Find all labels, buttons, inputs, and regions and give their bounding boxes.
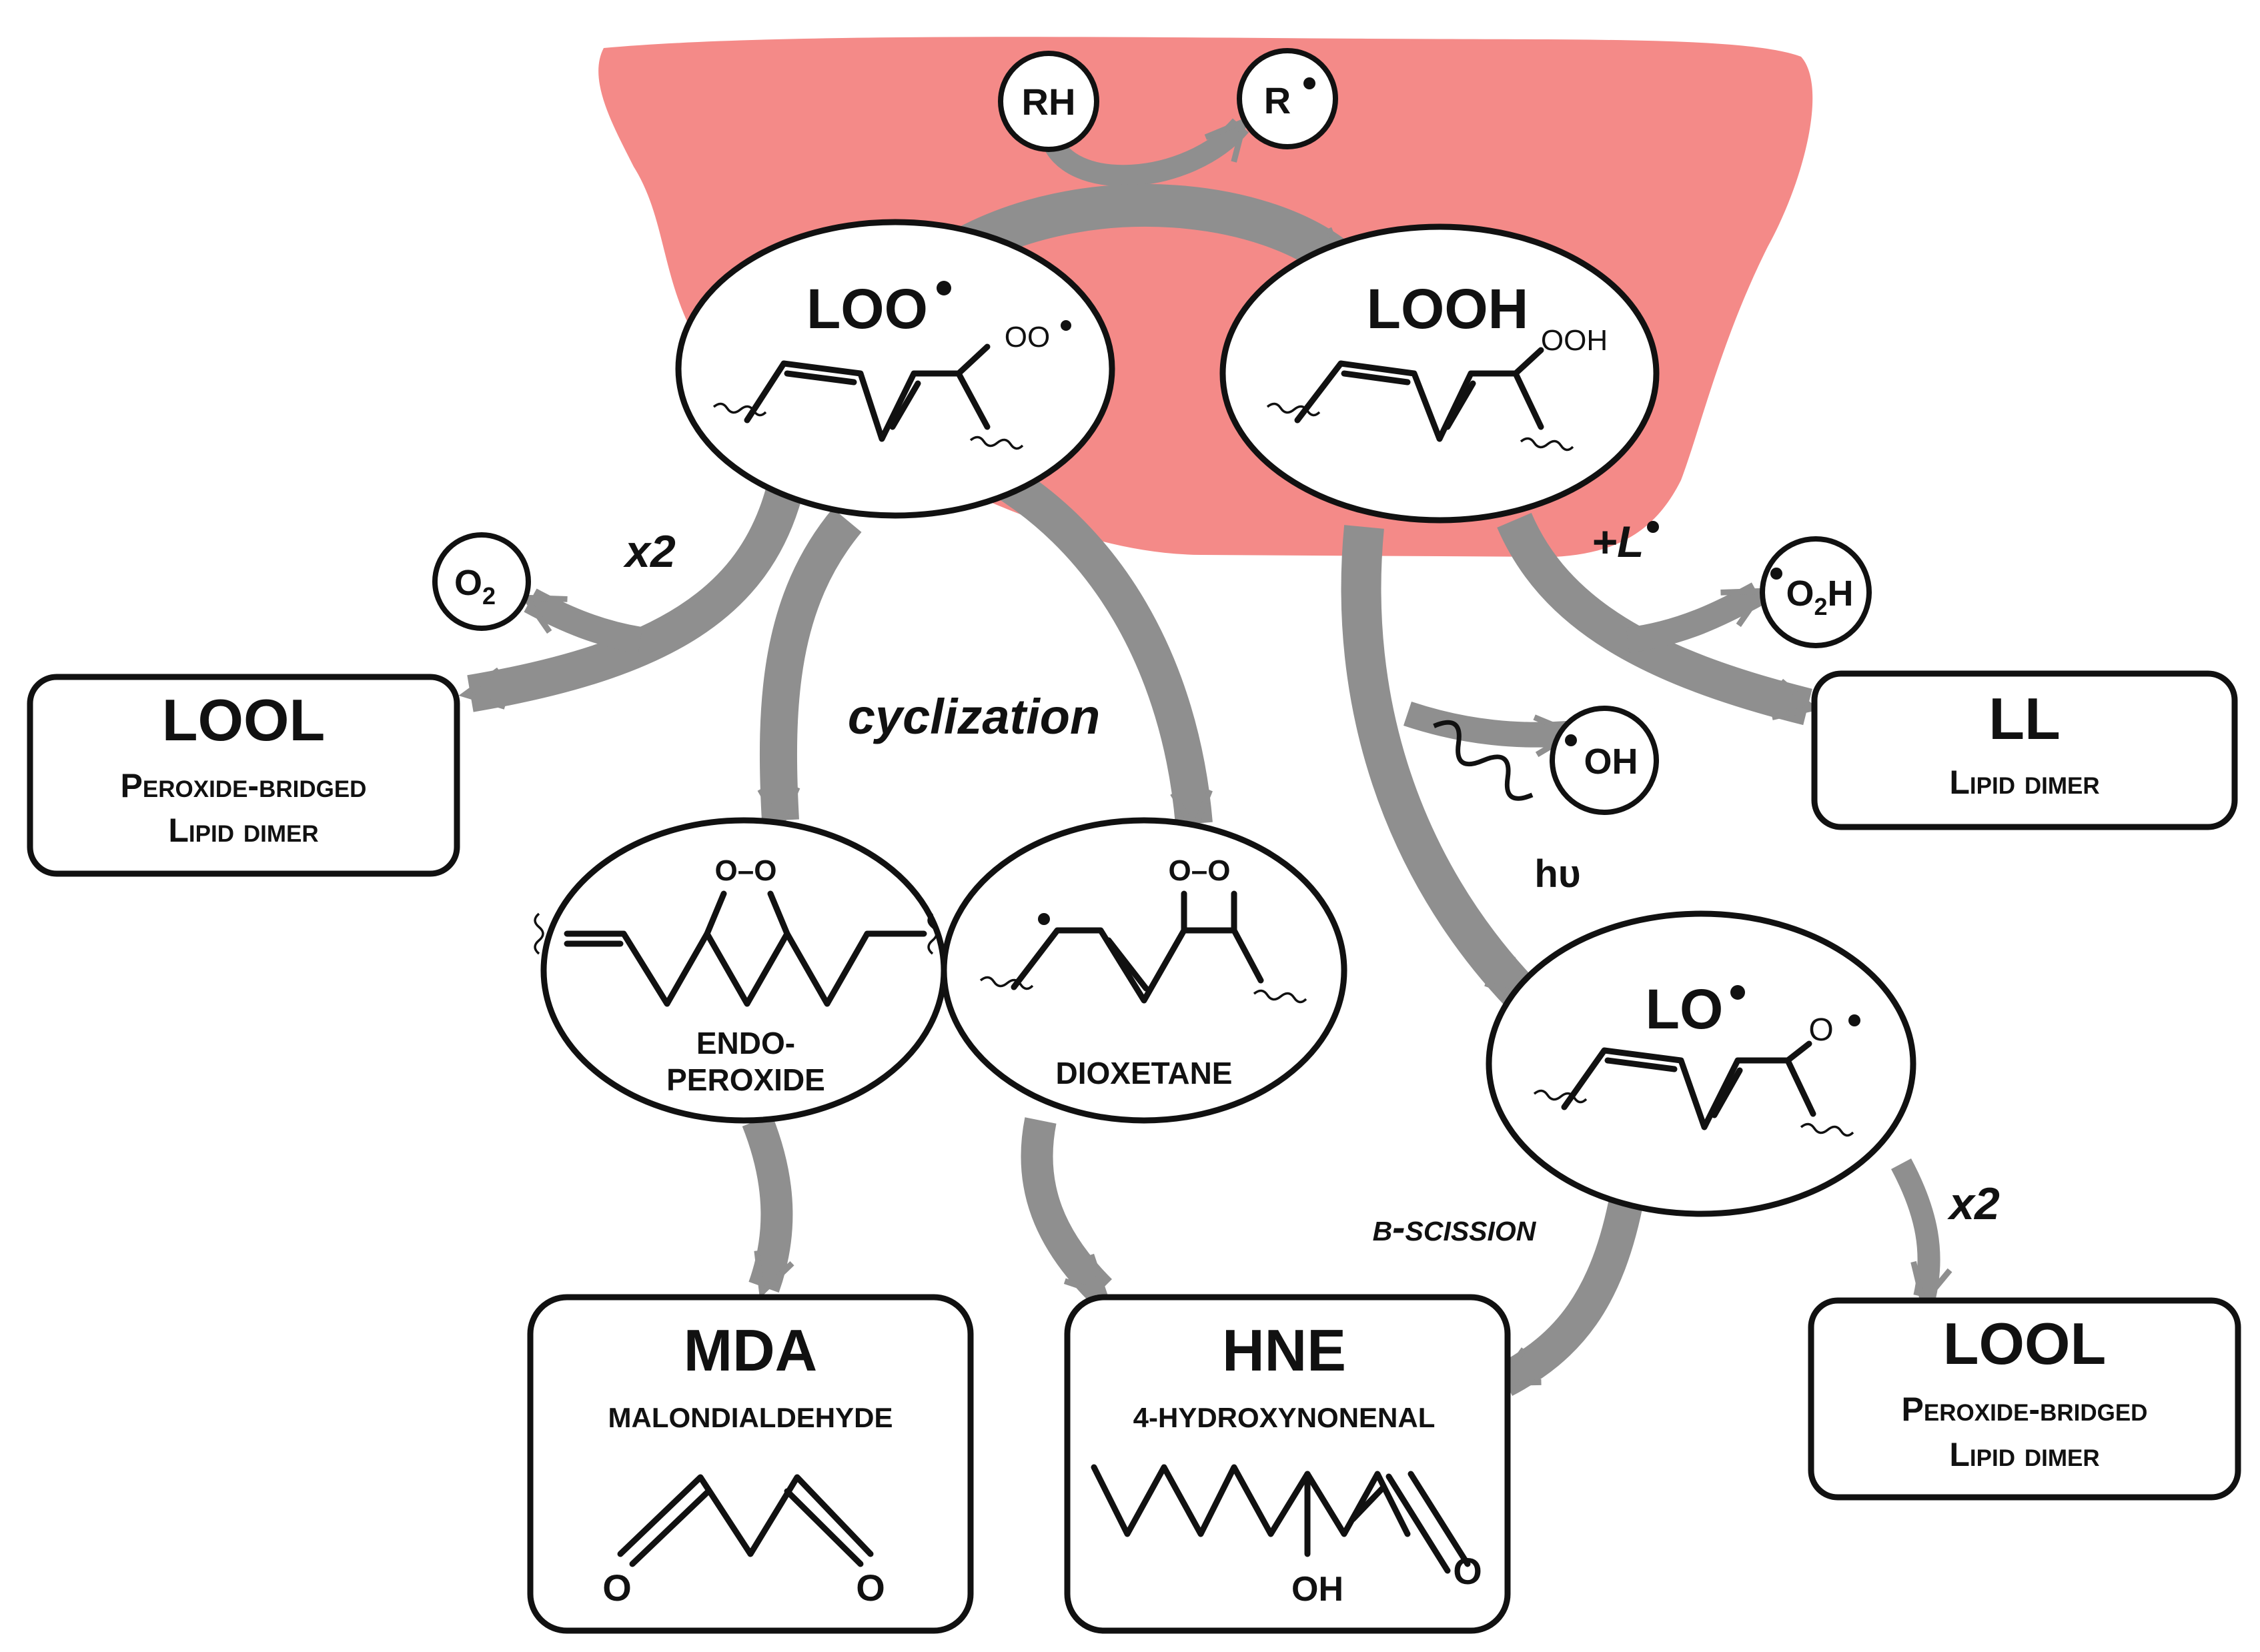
rh-label: RH	[1022, 81, 1076, 123]
radical-dot	[1038, 913, 1050, 925]
arrow-looh-to-ll	[1497, 512, 1820, 726]
box-mda: MDA MALONDIALDEHYDE O O	[527, 1294, 974, 1634]
species-rh: RH	[998, 51, 1099, 152]
lo-group: O	[1808, 1012, 1833, 1048]
arrow-to-oh	[1403, 701, 1580, 758]
mda-o1: O	[602, 1567, 632, 1609]
arrow-rh-to-r	[1040, 116, 1249, 187]
mda-subtitle: MALONDIALDEHYDE	[608, 1402, 893, 1433]
box-lool-right: LOOL Peroxide-bridged Lipid dimer	[1808, 1297, 2241, 1501]
ll-title: LL	[1989, 686, 2061, 752]
label-x2-right: x2	[1947, 1178, 2000, 1229]
endoperoxide-label-1: ENDO-	[696, 1026, 795, 1060]
node-looh: LOOH OOH	[1219, 223, 1660, 524]
o2-label: O2	[454, 563, 496, 610]
node-endoperoxide: O–O ENDO- PEROXIDE	[534, 817, 947, 1124]
radical-dot	[1848, 1014, 1860, 1026]
hne-subtitle: 4-HYDROXYNONENAL	[1133, 1402, 1436, 1433]
o2h-label: O2H	[1786, 574, 1853, 620]
endoperoxide-label-2: PEROXIDE	[666, 1062, 825, 1097]
arrow-endoperoxide-to-mda	[742, 1114, 794, 1299]
species-oh: OH	[1550, 706, 1659, 815]
box-hne: HNE 4-HYDROXYNONENAL OH O	[1064, 1294, 1511, 1634]
radical-dot	[1061, 320, 1071, 331]
radical-dot	[1730, 985, 1745, 1000]
hne-o: O	[1453, 1550, 1482, 1592]
loo-title: LOO	[806, 277, 928, 340]
lool-right-line2: Lipid dimer	[1949, 1436, 2099, 1473]
arrow-loo-to-dioxetane	[971, 450, 1213, 836]
species-o2: O2	[432, 532, 531, 631]
loo-group: OO	[1005, 321, 1050, 353]
species-o2h: O2H	[1760, 536, 1872, 648]
r-label: R	[1264, 79, 1291, 121]
species-r-radical: R	[1237, 48, 1338, 149]
label-cyclization: cyclization	[848, 689, 1100, 744]
lool-left-line2: Lipid dimer	[168, 812, 318, 849]
lo-title: LO	[1646, 978, 1724, 1040]
box-ll: LL Lipid dimer	[1811, 670, 2238, 830]
node-dioxetane: O–O DIOXETANE	[941, 817, 1347, 1124]
oh-label: OH	[1584, 742, 1638, 782]
light-wavy-line	[1433, 720, 1534, 801]
hne-title: HNE	[1222, 1317, 1346, 1383]
lool-left-line1: Peroxide-bridged	[121, 767, 367, 804]
label-x2-left: x2	[623, 526, 676, 577]
arrow-loo-to-lool	[458, 488, 802, 712]
arrow-looh-to-lo	[1341, 525, 1536, 1008]
lool-left-title: LOOL	[162, 687, 325, 753]
svg-text:+L: +L	[1592, 517, 1644, 566]
arrow-to-o2h	[1626, 582, 1768, 653]
radical-dot	[937, 281, 951, 295]
node-lo-radical: LO O	[1486, 910, 1916, 1217]
radical-dot	[1565, 734, 1577, 746]
label-plus-l: +L	[1592, 517, 1659, 566]
lool-right-line1: Peroxide-bridged	[1902, 1391, 2148, 1428]
radical-dot	[1303, 77, 1315, 89]
node-loo-radical: LOO OO	[675, 219, 1115, 519]
reaction-arrows	[458, 116, 1952, 1397]
hne-oh: OH	[1291, 1570, 1343, 1609]
looh-group: OOH	[1541, 324, 1608, 357]
ll-line1: Lipid dimer	[1949, 764, 2099, 801]
arrow-loo-to-looh	[957, 183, 1355, 280]
label-beta-scission: β-scission	[1373, 1206, 1537, 1249]
arrow-lo-to-hne	[1494, 1190, 1645, 1397]
dioxetane-bridge: O–O	[1169, 854, 1231, 887]
arrow-dioxetane-to-hne	[1021, 1117, 1113, 1302]
lool-right-title: LOOL	[1943, 1311, 2106, 1377]
box-lool-left: LOOL Peroxide-bridged Lipid dimer	[27, 674, 460, 877]
radical-dot	[1770, 568, 1782, 580]
arrow-lo-to-lool-right	[1890, 1158, 1952, 1309]
arrow-loo-to-endoperoxide	[757, 508, 862, 832]
arrow-to-o2	[520, 588, 643, 654]
looh-title: LOOH	[1367, 277, 1529, 340]
endoperoxide-bridge: O–O	[715, 854, 777, 887]
dioxetane-label: DIOXETANE	[1056, 1056, 1233, 1090]
mda-title: MDA	[684, 1317, 817, 1383]
mda-o2: O	[856, 1567, 885, 1609]
label-hv: hυ	[1534, 852, 1580, 896]
radical-dot	[1647, 521, 1659, 533]
